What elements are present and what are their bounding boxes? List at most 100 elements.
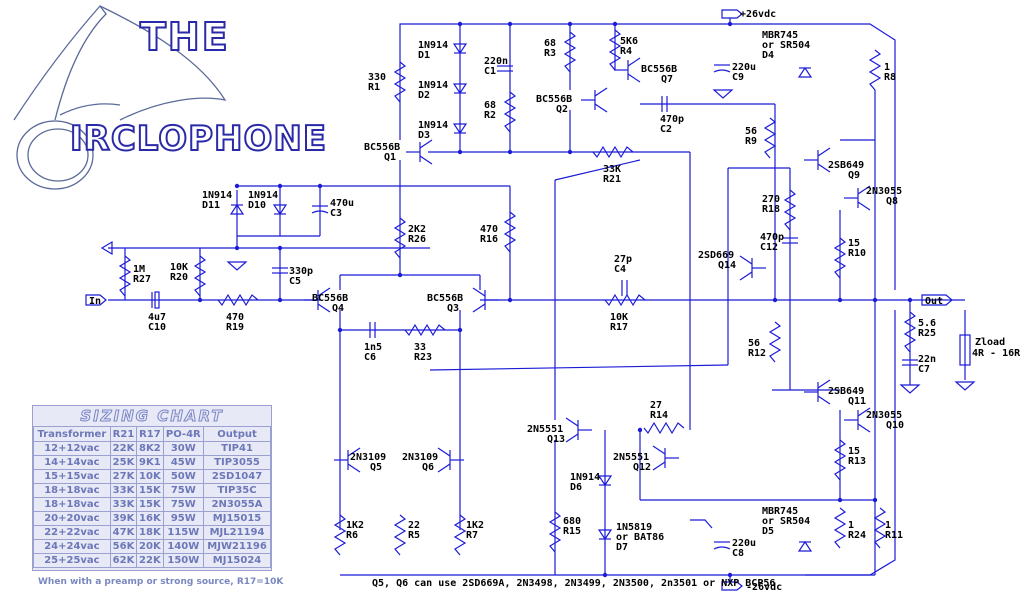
transistor-part: 2N5551 <box>527 424 563 435</box>
sizing-cell: 39K <box>109 511 138 526</box>
transistor-part: BC556B <box>312 293 348 304</box>
capacitor-value: 27p <box>614 254 632 265</box>
sizing-cell: 15K <box>136 483 164 498</box>
capacitor-ref: C9 <box>732 72 744 83</box>
resistor-ref: R20 <box>170 272 188 283</box>
resistor-value: 10K <box>170 262 188 273</box>
rail-negative-label: -26vdc <box>746 582 782 593</box>
capacitor-ref: C6 <box>364 352 376 363</box>
load-label-1: Zload <box>975 337 1005 348</box>
transistor-ref: Q8 <box>886 196 898 207</box>
sizing-cell: 33K <box>109 497 138 512</box>
transistor-part: 2SD669 <box>698 250 734 261</box>
resistor-ref: R2 <box>484 110 496 121</box>
resistor-ref: R18 <box>762 204 780 215</box>
sizing-cell: MJ15015 <box>203 511 271 526</box>
sizing-cell: 15+15vac <box>33 469 111 484</box>
capacitor-ref: C8 <box>732 548 744 559</box>
sizing-cell: 18+18vac <box>33 483 111 498</box>
transistor-ref: Q4 <box>332 303 344 314</box>
sizing-cell: 25K <box>109 455 138 470</box>
diode-ref: D7 <box>616 542 628 553</box>
components: 330R168R268R35K6R41R856R915R101R1156R121… <box>118 29 936 559</box>
resistor-ref: R11 <box>885 530 903 541</box>
resistor-value: 1 <box>885 520 891 531</box>
sizing-cell: 115W <box>162 525 205 540</box>
sizing-chart-title: SIZING CHART <box>80 407 224 426</box>
capacitor-value: 220n <box>484 56 508 67</box>
resistor-ref: R12 <box>748 348 766 359</box>
diode-ref: D10 <box>248 200 266 211</box>
transistor-part: 2N3109 <box>402 452 438 463</box>
diode-ref: D1 <box>418 50 430 61</box>
transistor-ref: Q12 <box>633 462 651 473</box>
transistor-ref: Q13 <box>547 434 565 445</box>
io-markers: In Out Zload 4R - 16R <box>85 89 1021 529</box>
load-label-2: 4R - 16R <box>972 348 1021 359</box>
sizing-cell: MJW21196 <box>203 539 271 554</box>
sizing-cell: TIP41 <box>203 441 271 456</box>
resistor-value: 1M <box>133 264 145 275</box>
junctions <box>197 21 913 578</box>
logo-line2: IRCLOPHONE <box>70 119 327 159</box>
capacitor-value: 470p <box>760 232 784 243</box>
sizing-cell: 45W <box>162 455 205 470</box>
resistor-ref: R16 <box>480 234 498 245</box>
input-label: In <box>89 296 101 307</box>
resistor-value: 5K6 <box>620 36 638 47</box>
diode-ref: D6 <box>570 482 582 493</box>
diode-alt: or BAT86 <box>616 532 664 543</box>
transistor-ref: Q11 <box>848 396 866 407</box>
capacitor-value: 22n <box>918 354 936 365</box>
sizing-cell: 16K <box>136 511 164 526</box>
sizing-cell: 12+12vac <box>33 441 111 456</box>
resistor-ref: R21 <box>603 174 621 185</box>
resistor-value: 56 <box>748 338 760 349</box>
transistor-part: 2SB649 <box>828 386 864 397</box>
sizing-cell: 56K <box>109 539 138 554</box>
sizing-cell: MJL21194 <box>203 525 271 540</box>
resistor-ref: R19 <box>226 322 244 333</box>
capacitor-ref: C3 <box>330 208 342 219</box>
diode-ref: D4 <box>762 50 774 61</box>
capacitor-ref: C7 <box>918 364 930 375</box>
diode-ref: D5 <box>762 526 774 537</box>
diode-alt: or SR504 <box>762 516 810 527</box>
capacitor-value: 470u <box>330 198 354 209</box>
resistor-value: 1 <box>848 520 854 531</box>
sizing-cell: 20K <box>136 539 164 554</box>
transistor-part: 2N3109 <box>350 452 386 463</box>
diode-part: MBR745 <box>762 30 798 41</box>
resistor-value: 68 <box>484 100 496 111</box>
diode-part: 1N914 <box>418 120 448 131</box>
transistor-part: BC556B <box>364 142 400 153</box>
resistor-ref: R23 <box>414 352 432 363</box>
capacitor-ref: C1 <box>484 66 496 77</box>
resistor-ref: R27 <box>133 274 151 285</box>
capacitor-ref: C10 <box>148 322 166 333</box>
sizing-cell: 50W <box>162 469 205 484</box>
